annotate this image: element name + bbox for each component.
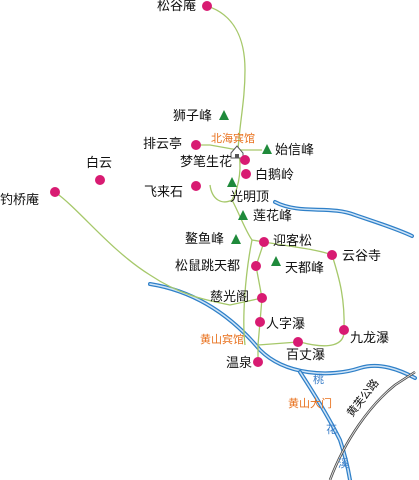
poi-marker-feilaishi[interactable]	[191, 181, 201, 191]
river-taohua-inner	[299, 371, 351, 480]
label-baiyun: 白云	[86, 156, 113, 171]
peak-icon-lianhuafeng[interactable]	[238, 210, 248, 220]
poi-marker-songshu[interactable]	[251, 261, 261, 271]
road-huangfu-inner	[329, 371, 416, 480]
river-north-inner	[274, 201, 413, 237]
label-river-xi: 溪	[338, 457, 349, 470]
label-yingkesong: 迎客松	[273, 234, 313, 249]
label-jiulongpu: 九龙瀑	[350, 331, 390, 346]
poi-marker-wenquan[interactable]	[253, 357, 263, 367]
poi-marker-baizhangpu[interactable]	[293, 337, 303, 347]
label-paiyunting: 排云亭	[143, 137, 183, 152]
label-songshu: 松鼠跳天都	[175, 259, 241, 274]
poi-marker-paiyunting[interactable]	[191, 140, 201, 150]
poi-marker-renzipu[interactable]	[255, 317, 265, 327]
label-aoyufeng: 鳌鱼峰	[185, 232, 225, 247]
poi-marker-diaoqiaoan[interactable]	[50, 187, 60, 197]
poi-marker-yingkesong[interactable]	[259, 237, 269, 247]
poi-marker-yungusi[interactable]	[327, 250, 337, 260]
markers	[50, 1, 349, 367]
label-shizifeng: 狮子峰	[173, 109, 213, 124]
poi-marker-songguan[interactable]	[202, 1, 212, 11]
label-shixinfeng: 始信峰	[275, 143, 315, 158]
label-tiandufeng: 天都峰	[285, 261, 325, 276]
label-diaoqiaoan: 钓桥庵	[0, 193, 40, 208]
label-renzipu: 人字瀑	[266, 317, 306, 332]
label-baieling: 白鹅岭	[255, 168, 295, 183]
label-huangshan-hotel: 黄山宾馆	[200, 333, 244, 346]
label-river-hua: 花	[326, 423, 337, 436]
peak-icon-shixinfeng[interactable]	[262, 144, 272, 154]
poi-marker-ciguangge[interactable]	[257, 293, 267, 303]
label-songguan: 松谷庵	[157, 0, 197, 14]
label-baizhangpu: 百丈瀑	[286, 348, 326, 363]
label-lianhuafeng: 莲花峰	[253, 209, 293, 224]
label-feilaishi: 飞来石	[144, 185, 184, 200]
poi-marker-jiulongpu[interactable]	[339, 325, 349, 335]
label-mengbi: 梦笔生花	[180, 155, 233, 170]
roads	[328, 370, 416, 480]
label-gate: 黄山大门	[288, 397, 332, 410]
label-guangmingding: 光明顶	[230, 190, 270, 205]
peak-icon-aoyufeng[interactable]	[231, 234, 241, 244]
label-yungusi: 云谷寺	[342, 249, 382, 264]
label-wenquan-text: 温泉	[226, 356, 253, 371]
poi-marker-baieling[interactable]	[241, 169, 251, 179]
peak-icon-shizifeng[interactable]	[219, 110, 229, 120]
poi-marker-baiyun[interactable]	[95, 175, 105, 185]
label-beihai: 北海宾馆	[211, 132, 255, 145]
label-ciguangge: 慈光阁	[210, 290, 250, 305]
river-main-inner	[149, 283, 416, 379]
peak-icon-guangmingding[interactable]	[227, 177, 237, 187]
peak-icon-tiandufeng[interactable]	[271, 256, 281, 266]
rivers	[148, 200, 417, 480]
label-river-tao: 桃	[313, 373, 324, 386]
poi-marker-mengbi[interactable]	[240, 155, 250, 165]
trails	[54, 5, 345, 362]
hotel-icon	[230, 145, 244, 159]
river-north	[273, 200, 414, 238]
